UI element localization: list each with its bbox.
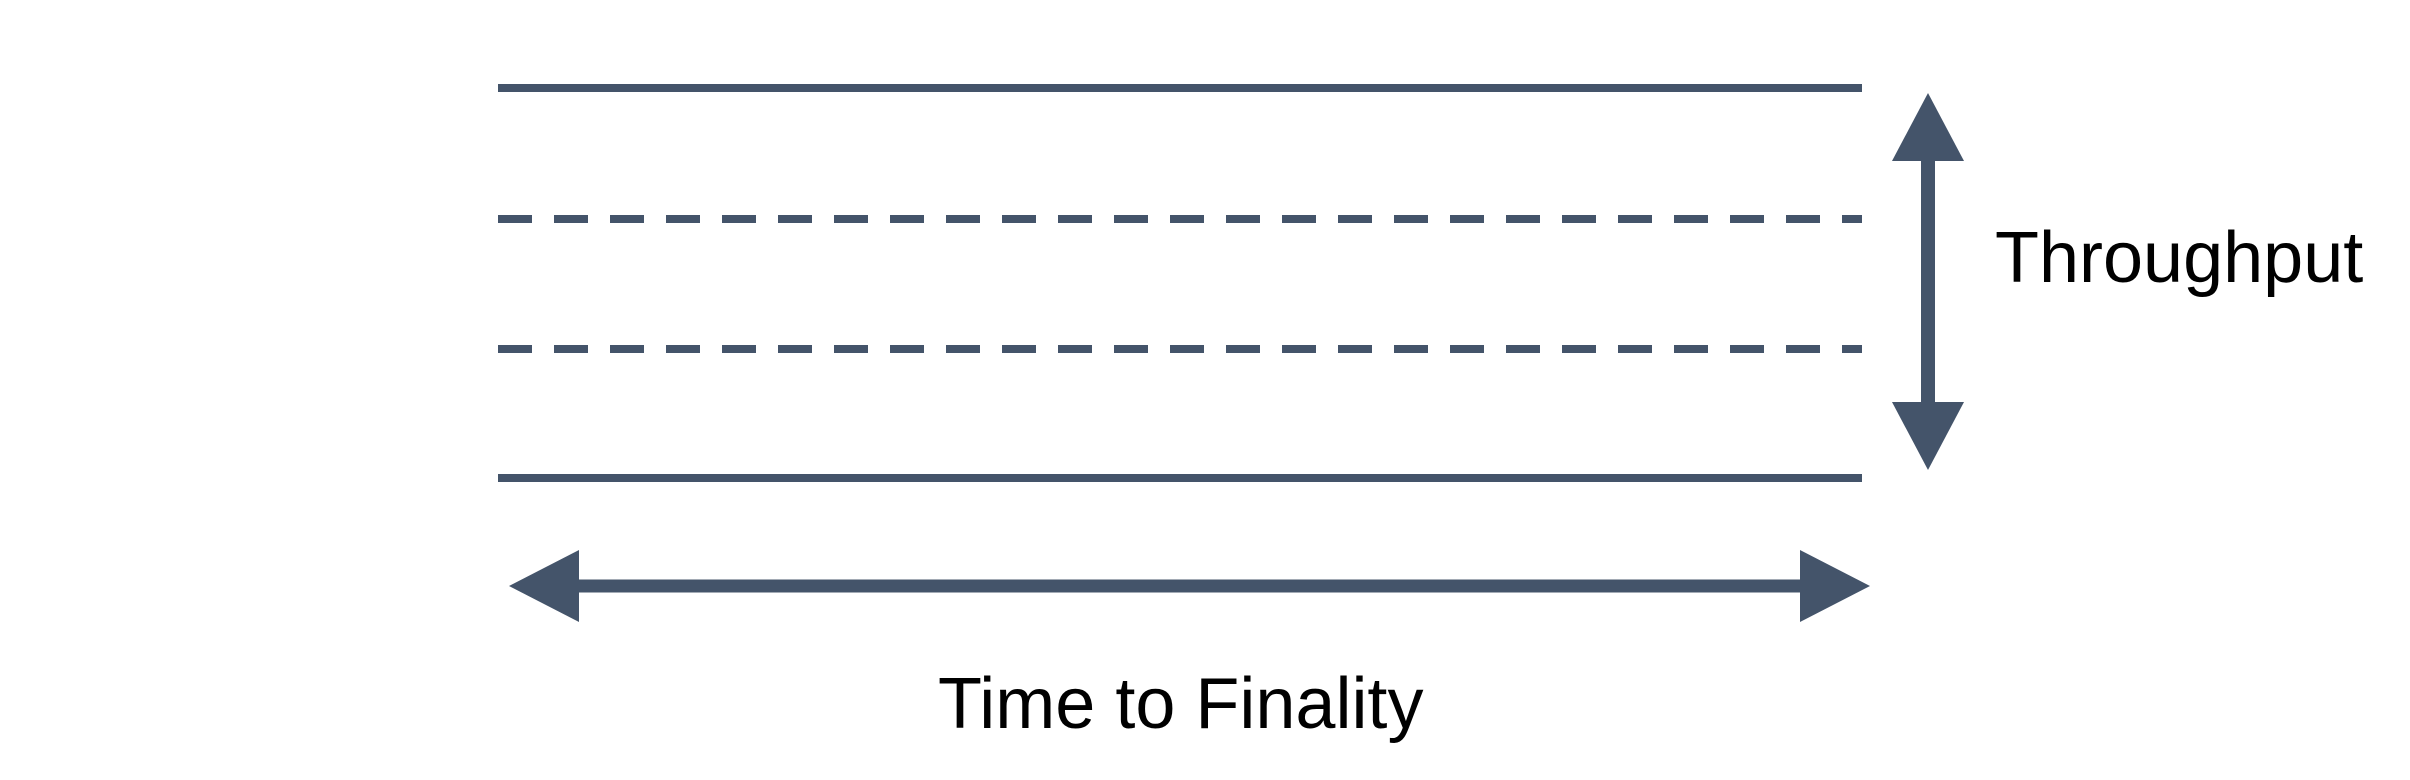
time-to-finality-arrow (509, 550, 1870, 622)
throughput-arrow-head-down (1892, 402, 1964, 470)
time-to-finality-arrow-head-left (509, 550, 579, 622)
lane-lines (498, 84, 1862, 482)
time-to-finality-label: Time to Finality (938, 664, 1424, 744)
throughput-arrow (1892, 93, 1964, 470)
time-to-finality-arrow-shaft (579, 579, 1800, 593)
throughput-label: Throughput (1995, 218, 2364, 298)
time-to-finality-arrow-head-right (1800, 550, 1870, 622)
throughput-arrow-head-up (1892, 93, 1964, 161)
throughput-arrow-shaft (1921, 161, 1935, 402)
